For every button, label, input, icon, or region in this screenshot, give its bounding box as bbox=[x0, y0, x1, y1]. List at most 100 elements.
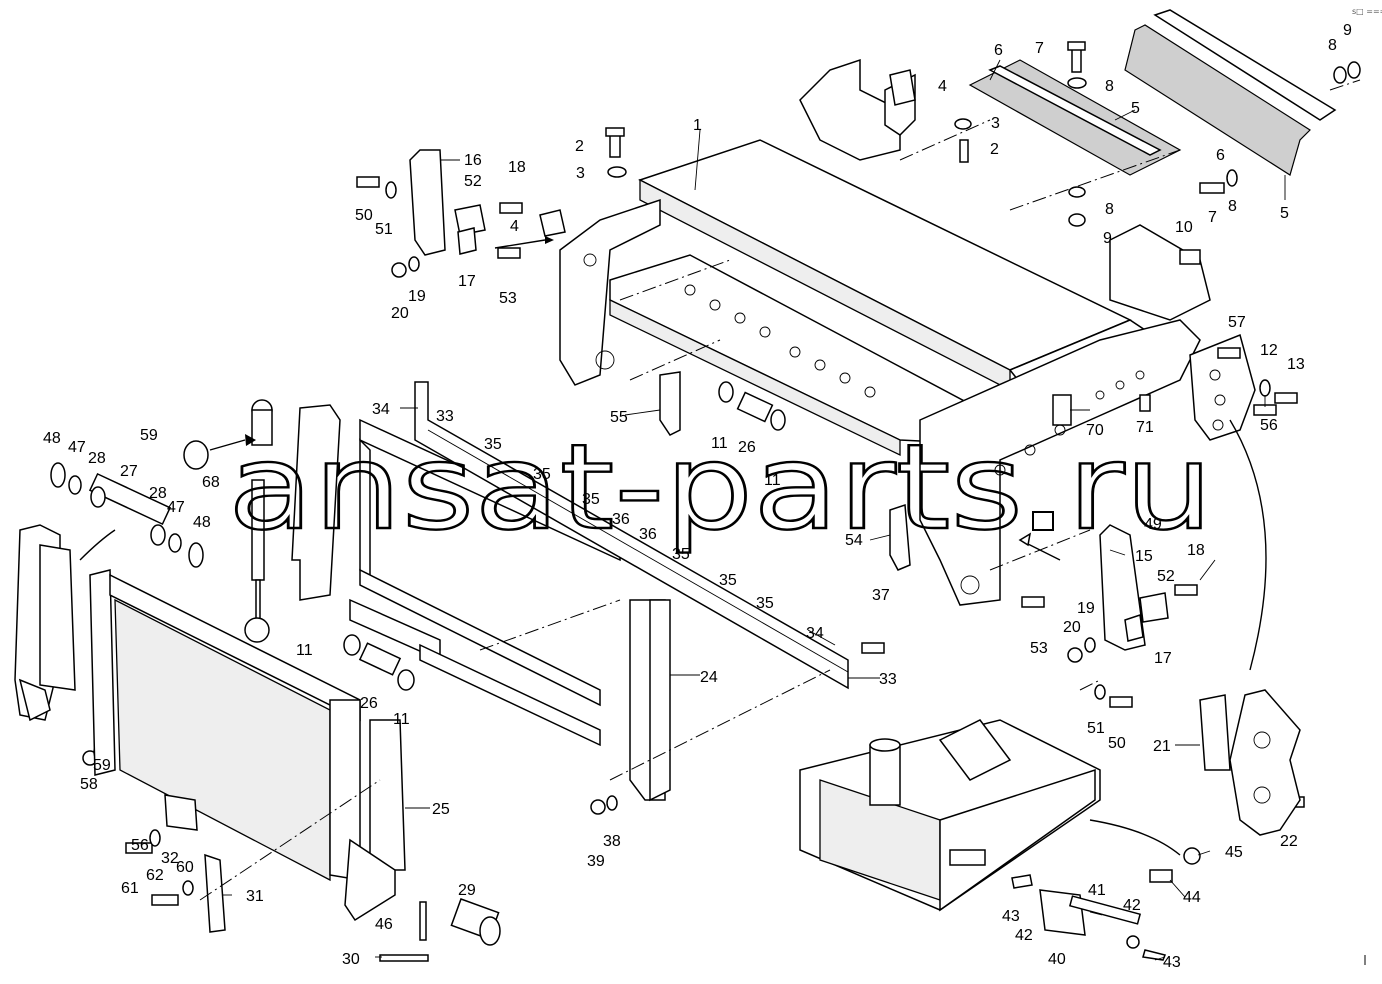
callout-30: 30 bbox=[342, 951, 360, 968]
carriage-frame bbox=[291, 381, 849, 802]
watermark: ansat-parts.ru bbox=[228, 418, 1213, 556]
callout-35: 35 bbox=[719, 572, 737, 589]
callout-41: 41 bbox=[1088, 882, 1106, 899]
callout-46: 46 bbox=[375, 916, 393, 933]
hitch-pins bbox=[164, 794, 501, 962]
shaft-assembly bbox=[50, 440, 209, 568]
tool-frame bbox=[14, 524, 406, 922]
callout-56: 56 bbox=[131, 837, 149, 854]
callout-53: 53 bbox=[1030, 640, 1048, 657]
callout-16: 16 bbox=[464, 152, 482, 169]
callout-2: 2 bbox=[575, 138, 584, 155]
callout-54: 54 bbox=[845, 532, 863, 549]
callout-29: 29 bbox=[458, 882, 476, 899]
callout-71: 71 bbox=[1136, 419, 1154, 436]
callout-37: 37 bbox=[872, 587, 890, 604]
callout-35: 35 bbox=[484, 436, 502, 453]
callout-28: 28 bbox=[88, 450, 106, 467]
callout-59: 59 bbox=[93, 757, 111, 774]
callout-26: 26 bbox=[360, 695, 378, 712]
callout-12: 12 bbox=[1260, 342, 1278, 359]
callout-9: 9 bbox=[1343, 22, 1352, 39]
callout-53: 53 bbox=[499, 290, 517, 307]
callout-68: 68 bbox=[202, 474, 220, 491]
callout-4: 4 bbox=[938, 78, 947, 95]
callout-52: 52 bbox=[1157, 568, 1175, 585]
callout-22: 22 bbox=[1280, 833, 1298, 850]
callout-20: 20 bbox=[1063, 619, 1081, 636]
callout-10: 10 bbox=[1175, 219, 1193, 236]
callout-18: 18 bbox=[1187, 542, 1205, 559]
callout-17: 17 bbox=[1154, 650, 1172, 667]
callout-47: 47 bbox=[68, 439, 86, 456]
callout-35: 35 bbox=[672, 546, 690, 563]
callout-26: 26 bbox=[738, 439, 756, 456]
bracket-parts bbox=[409, 149, 1169, 651]
callout-21: 21 bbox=[1153, 738, 1171, 755]
callout-61: 61 bbox=[121, 880, 139, 897]
callout-45: 45 bbox=[1225, 844, 1243, 861]
callout-28: 28 bbox=[149, 485, 167, 502]
callout-60: 60 bbox=[176, 859, 194, 876]
callout-36: 36 bbox=[612, 511, 630, 528]
callout-34: 34 bbox=[806, 625, 824, 642]
callout-33: 33 bbox=[436, 408, 454, 425]
machine-body bbox=[799, 719, 1101, 912]
callout-11: 11 bbox=[711, 435, 728, 452]
link-pin-assembly bbox=[1011, 847, 1201, 961]
callout-43: 43 bbox=[1002, 908, 1020, 925]
mesh-panels bbox=[968, 9, 1337, 176]
callout-3: 3 bbox=[991, 115, 1000, 132]
callout-6: 6 bbox=[994, 42, 1003, 59]
callout-36: 36 bbox=[639, 526, 657, 543]
main-frame bbox=[559, 58, 1256, 606]
callout-39: 39 bbox=[587, 853, 605, 870]
corner-mark: s□ === bbox=[1352, 7, 1382, 16]
callout-48: 48 bbox=[193, 514, 211, 531]
callout-7: 7 bbox=[1208, 209, 1217, 226]
callout-17: 17 bbox=[458, 273, 476, 290]
callout-20: 20 bbox=[391, 305, 409, 322]
callout-19: 19 bbox=[408, 288, 426, 305]
callout-15: 15 bbox=[1135, 548, 1153, 565]
callout-35: 35 bbox=[756, 595, 774, 612]
callout-33: 33 bbox=[879, 671, 897, 688]
callout-4: 4 bbox=[510, 218, 519, 235]
leader-lines bbox=[79, 59, 1361, 961]
callout-58: 58 bbox=[80, 776, 98, 793]
callout-8: 8 bbox=[1328, 37, 1337, 54]
callout-34: 34 bbox=[372, 401, 390, 418]
callout-51: 51 bbox=[1087, 720, 1105, 737]
callout-50: 50 bbox=[1108, 735, 1126, 752]
callout-8: 8 bbox=[1105, 201, 1114, 218]
callout-labels: 1 2 2 3 3 4 4 5 5 6 6 7 7 8 8 8 8 9 9 10… bbox=[43, 22, 1352, 971]
callout-59: 59 bbox=[140, 427, 158, 444]
callout-19: 19 bbox=[1077, 600, 1095, 617]
callout-11: 11 bbox=[296, 642, 313, 659]
callout-31: 31 bbox=[246, 888, 264, 905]
callout-3: 3 bbox=[576, 165, 585, 182]
callout-13: 13 bbox=[1287, 356, 1305, 373]
callout-35: 35 bbox=[533, 466, 551, 483]
callout-52: 52 bbox=[464, 173, 482, 190]
callout-11: 11 bbox=[393, 711, 410, 728]
callout-40: 40 bbox=[1048, 951, 1066, 968]
callout-42: 42 bbox=[1123, 897, 1141, 914]
callout-47: 47 bbox=[167, 499, 185, 516]
callout-43: 43 bbox=[1163, 954, 1181, 971]
callout-55: 55 bbox=[610, 409, 628, 426]
callout-5: 5 bbox=[1131, 100, 1140, 117]
callout-32: 32 bbox=[161, 850, 179, 867]
callout-44: 44 bbox=[1183, 889, 1201, 906]
callout-50: 50 bbox=[355, 207, 373, 224]
callout-56: 56 bbox=[1260, 417, 1278, 434]
callout-51: 51 bbox=[375, 221, 393, 238]
fasteners bbox=[82, 41, 1361, 906]
callout-48: 48 bbox=[43, 430, 61, 447]
callout-24: 24 bbox=[700, 669, 718, 686]
pivot-pins bbox=[343, 381, 786, 691]
callout-18: 18 bbox=[508, 159, 526, 176]
watermark-dot bbox=[1032, 511, 1054, 531]
callout-35: 35 bbox=[582, 491, 600, 508]
